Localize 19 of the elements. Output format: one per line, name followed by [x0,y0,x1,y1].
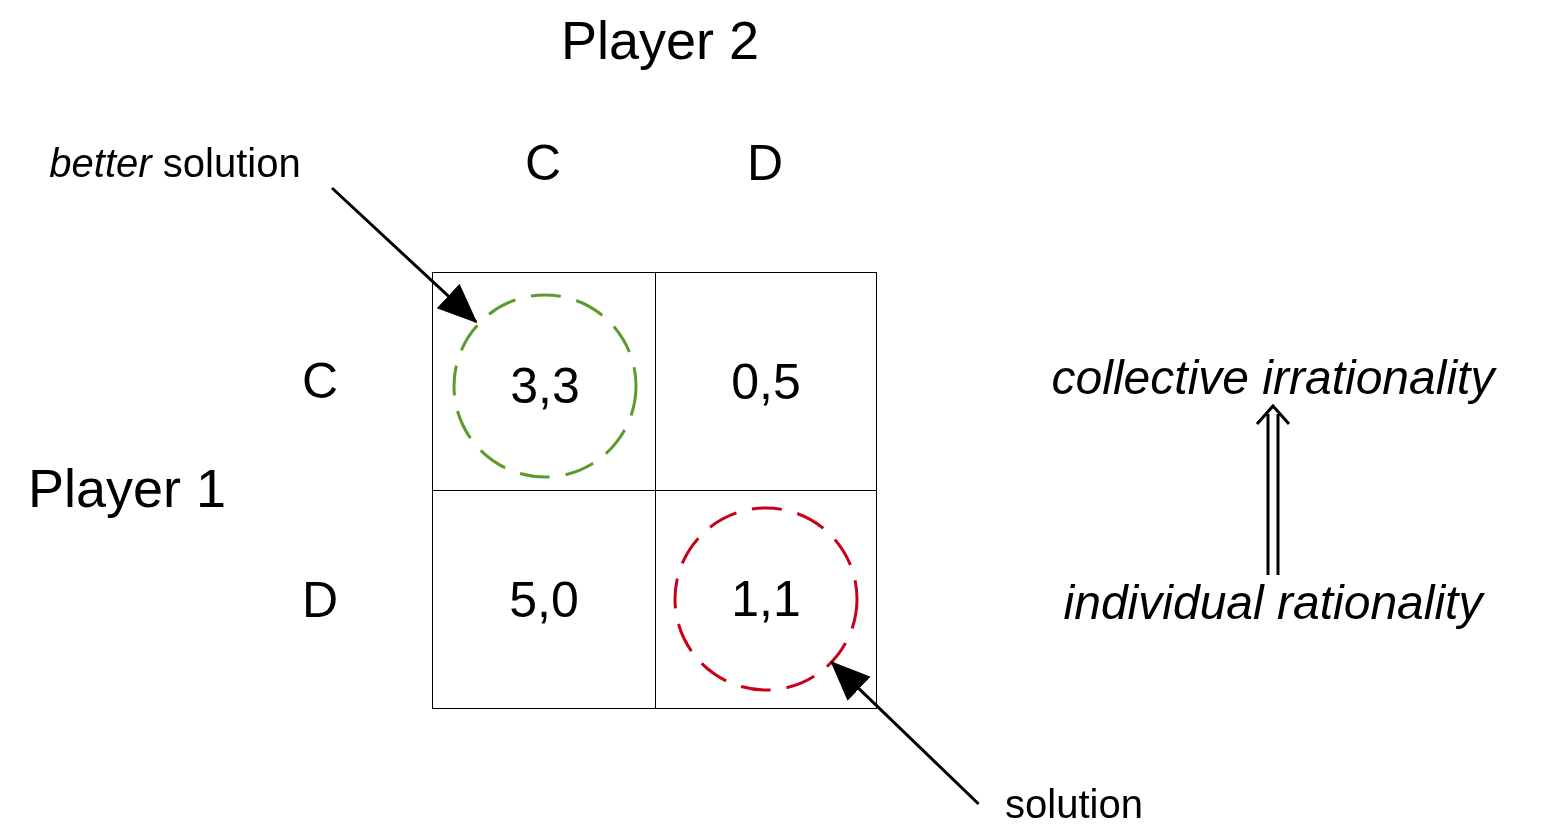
annotation-text: collective irrationality [1051,351,1495,405]
payoff-value: 3,3 [510,361,580,411]
payoff-value: 1,1 [731,574,801,624]
annotation-text: better solution [49,141,301,185]
leader-arrow [830,661,980,806]
axis-label: C [301,356,339,406]
matrix-cell [432,490,656,709]
axis-label: D [301,575,339,625]
annotation-text: individual rationality [1063,576,1483,630]
axis-label: D [746,138,784,188]
axis-label: C [524,138,562,188]
matrix-cell [432,272,656,491]
payoff-value: 0,5 [731,356,801,407]
annotation-text: solution [1005,782,1143,826]
implication-arrow [1255,403,1291,577]
leader-arrow [330,186,478,324]
payoff-value: 5,0 [509,574,579,625]
matrix-cell [655,490,877,709]
matrix-cell [655,272,877,491]
